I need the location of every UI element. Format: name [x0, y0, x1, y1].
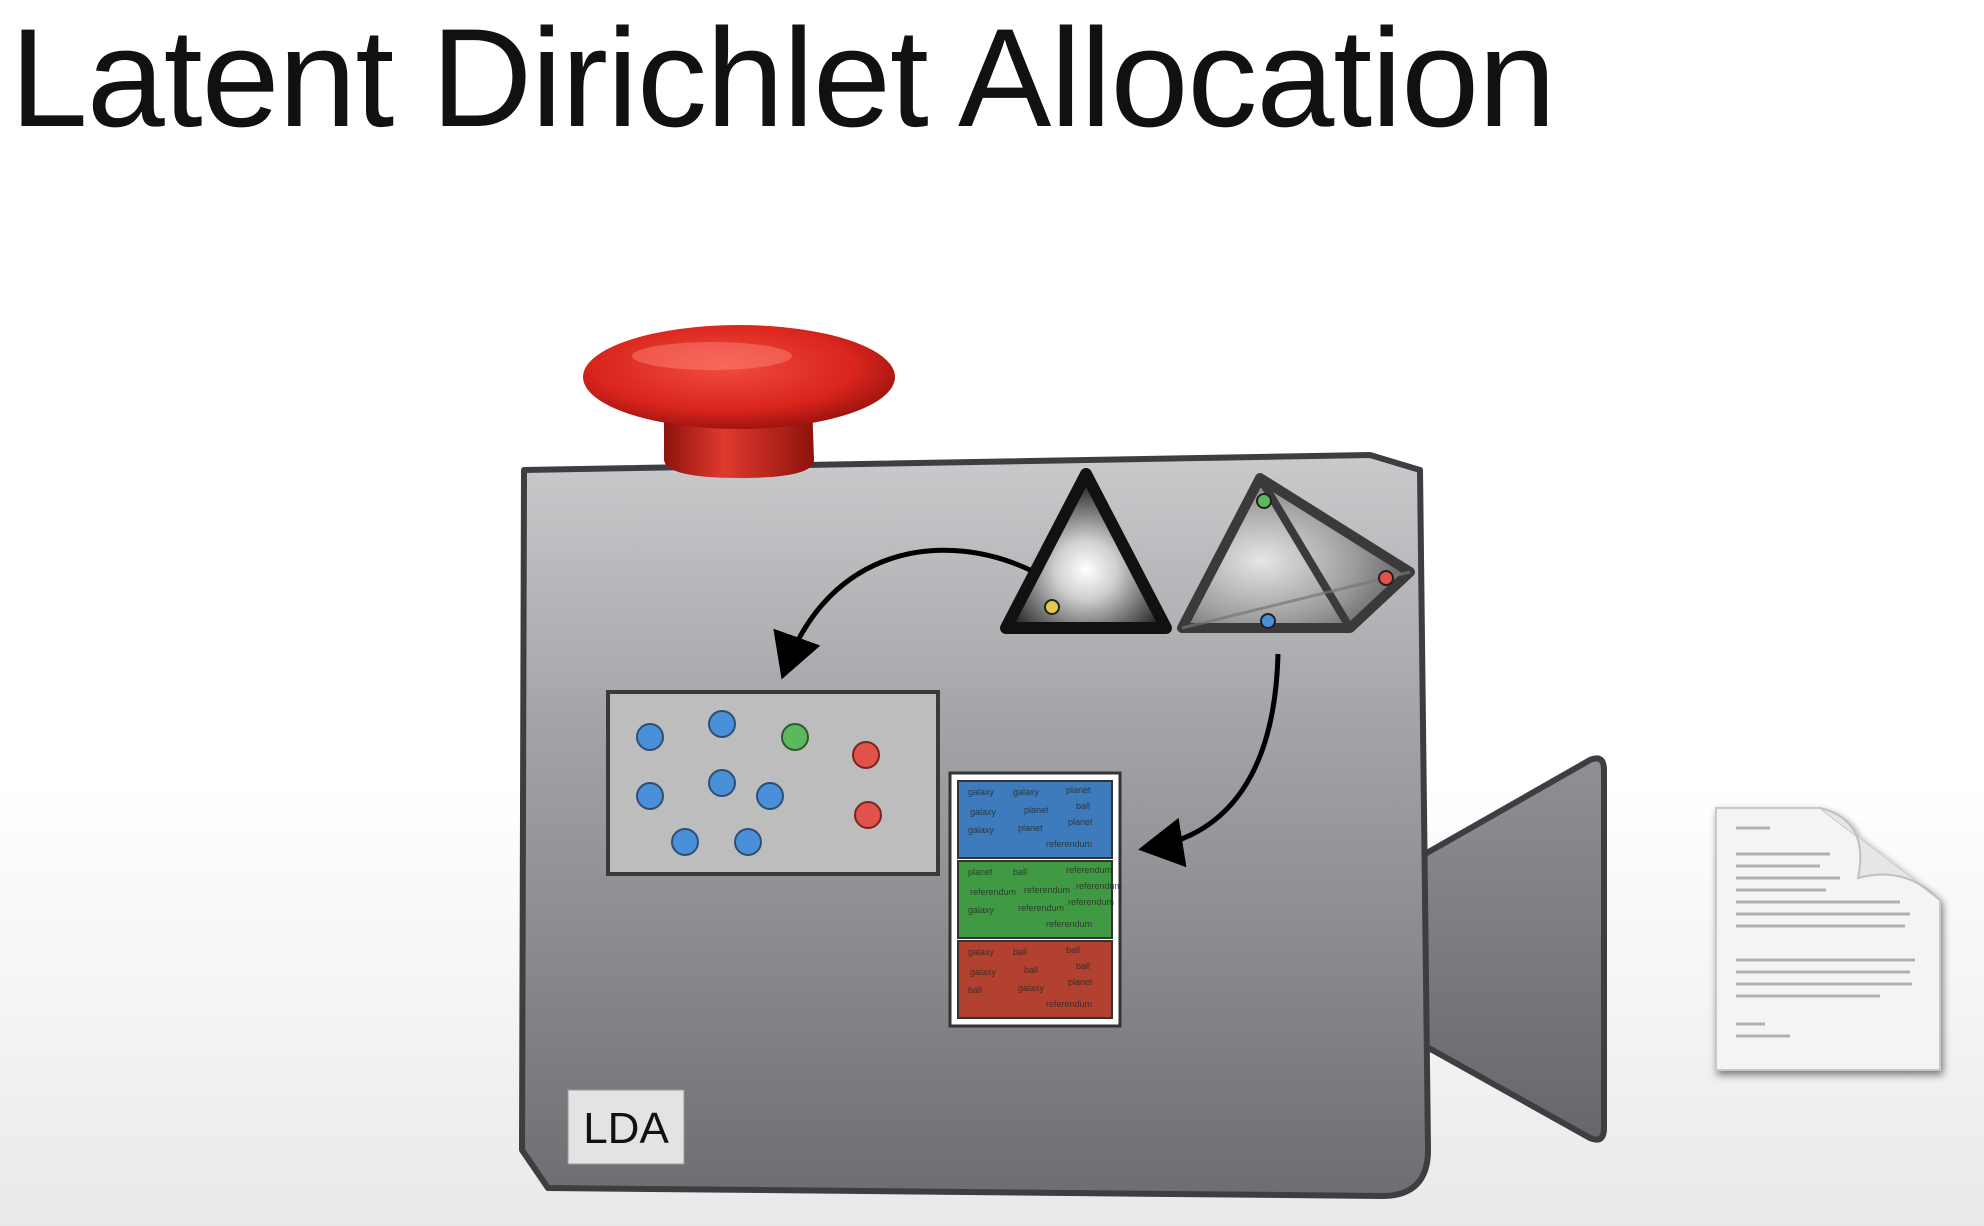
word-dot — [671, 828, 699, 856]
topic-word: ball — [1024, 965, 1038, 975]
word-dot — [756, 782, 784, 810]
topic-word: referendum — [1046, 999, 1092, 1009]
topic-word: galaxy — [970, 807, 997, 817]
word-dot — [708, 710, 736, 738]
topic-word: planet — [968, 867, 993, 877]
document-icon — [1715, 807, 1941, 1071]
topic-word: galaxy — [968, 825, 995, 835]
topic-word: referendum — [1066, 865, 1112, 875]
topic-word: planet — [1066, 785, 1091, 795]
topic-word-box: galaxy galaxy planet galaxy planet ball galaxy… — [948, 771, 1122, 1028]
topic-row — [957, 780, 1113, 859]
topic-word: galaxy — [968, 787, 995, 797]
topic-word: galaxy — [968, 947, 995, 957]
word-dot — [734, 828, 762, 856]
topic-word: referendum — [1076, 881, 1122, 891]
topic-word: referendum — [1018, 903, 1064, 913]
topic-word: ball — [968, 985, 982, 995]
machine-lens — [1415, 755, 1607, 1143]
word-dot — [708, 769, 736, 797]
word-dot — [852, 741, 880, 769]
topic-word: planet — [1068, 977, 1093, 987]
topic-word: referendum — [1046, 839, 1092, 849]
topic-word: referendum — [1046, 919, 1092, 929]
slide-title: Latent Dirichlet Allocation — [10, 0, 1556, 156]
tetra-sample-dot-red — [1378, 570, 1394, 586]
topic-word: ball — [1013, 947, 1027, 957]
topic-word: galaxy — [970, 967, 997, 977]
topic-word: ball — [1066, 945, 1080, 955]
curved-arrow-icon — [1138, 653, 1281, 868]
topic-row — [957, 940, 1113, 1019]
dirichlet-triangle-icon — [1000, 468, 1172, 634]
red-push-button-icon — [583, 325, 895, 478]
dirichlet-tetrahedron-icon — [1177, 473, 1415, 633]
tetra-sample-dot-green — [1256, 493, 1272, 509]
topic-word: ball — [1076, 961, 1090, 971]
topic-word: planet — [1024, 805, 1049, 815]
topic-dots-box — [606, 690, 940, 876]
topic-word: referendum — [970, 887, 1016, 897]
topic-word: ball — [1013, 867, 1027, 877]
tetra-sample-dot-blue — [1260, 613, 1276, 629]
curved-arrow-icon — [773, 547, 1032, 680]
topic-row — [957, 860, 1113, 939]
word-dot — [781, 723, 809, 751]
topic-word: planet — [1068, 817, 1093, 827]
lda-label-badge: LDA — [567, 1089, 685, 1165]
topic-word: galaxy — [1018, 983, 1045, 993]
triangle-sample-dot — [1044, 599, 1060, 615]
topic-word: galaxy — [968, 905, 995, 915]
word-dot — [854, 801, 882, 829]
topic-word: galaxy — [1013, 787, 1040, 797]
topic-word: referendum — [1068, 897, 1114, 907]
word-dot — [636, 782, 664, 810]
topic-word: referendum — [1024, 885, 1070, 895]
word-dot — [636, 723, 664, 751]
topic-word: planet — [1018, 823, 1043, 833]
topic-word: ball — [1076, 801, 1090, 811]
lda-label: LDA — [583, 1104, 669, 1153]
